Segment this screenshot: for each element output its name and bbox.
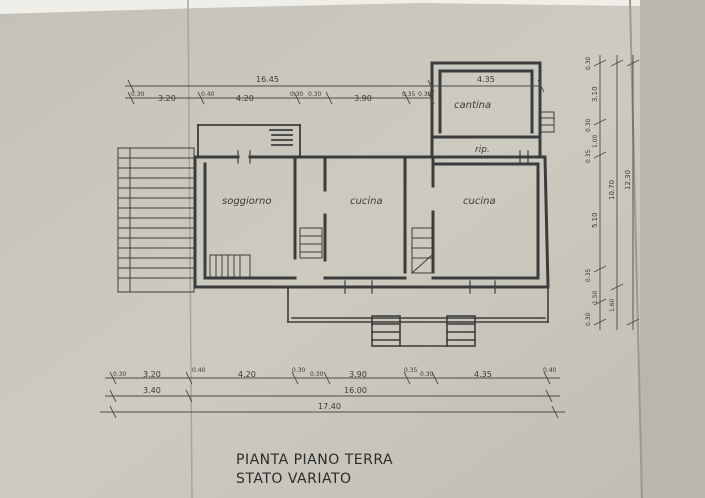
drawing-subtitle: STATO VARIATO <box>236 471 352 487</box>
dim-right-3: 1.00 <box>592 134 599 148</box>
dim-right-total-1: 10.70 <box>608 180 616 200</box>
walls <box>193 61 550 289</box>
dim-bottom-row1-10: 0.40 <box>543 367 557 374</box>
dim-top-seg-4: 0.30 <box>290 91 304 98</box>
dim-right-0: 0.30 <box>585 56 592 70</box>
dim-bottom-row2-0: 3.40 <box>143 386 161 395</box>
dim-lines-bottom <box>100 371 565 419</box>
internal-stairs <box>209 227 433 278</box>
dim-bottom-overall: 17.40 <box>318 402 341 411</box>
dim-right-9: 1.60 <box>609 298 616 312</box>
dim-bottom-row1-8: 0.30 <box>420 371 434 378</box>
dim-right-1: 3.10 <box>591 86 599 102</box>
dim-bottom-row1-9: 4.35 <box>474 370 492 379</box>
room-label-rip: rip. <box>475 145 490 155</box>
dim-bottom-row1-1: 3.20 <box>143 370 161 379</box>
dim-top-seg-5: 0.30 <box>308 91 322 98</box>
dim-right-7: 1.50 <box>592 290 599 304</box>
fold-line-right <box>629 0 643 498</box>
front-terrace <box>287 286 549 347</box>
side-steps <box>539 111 555 133</box>
dim-bottom-row1-6: 3.90 <box>349 370 367 379</box>
dim-right-8: 0.30 <box>585 312 592 326</box>
openings <box>237 150 529 294</box>
paper-right-strip <box>640 0 705 498</box>
dim-top-seg-0: 0.30 <box>131 91 145 98</box>
dim-top-seg-6: 3.90 <box>354 94 372 103</box>
porch-upper <box>197 124 301 158</box>
fold-line-left <box>187 0 193 498</box>
dim-lines-top <box>125 79 545 105</box>
dim-top-cantina: 4.35 <box>477 75 495 84</box>
room-label-soggiorno: soggiorno <box>222 196 272 207</box>
dim-right-total-2: 12.30 <box>624 170 632 190</box>
dim-bottom-row1-7: 0.35 <box>404 367 418 374</box>
dim-right-4: 0.35 <box>585 149 592 163</box>
dim-top-seg-1: 3.20 <box>158 94 176 103</box>
dim-right-2: 0.30 <box>585 118 592 132</box>
dim-top-seg-2: 0.40 <box>201 91 215 98</box>
dim-top-seg-3: 4.20 <box>236 94 254 103</box>
dim-bottom-row1-5: 0.30 <box>310 371 324 378</box>
paper-top-edge <box>0 0 705 14</box>
room-label-cantina: cantina <box>454 100 491 111</box>
drawing-title: PIANTA PIANO TERRA <box>236 452 394 468</box>
dim-bottom-row1-2: 0.40 <box>192 367 206 374</box>
room-label-cucina-1: cucina <box>350 196 383 207</box>
dim-right-6: 0.35 <box>585 268 592 282</box>
dim-bottom-row1-4: 0.30 <box>292 367 306 374</box>
dim-bottom-row2-1: 16.00 <box>344 386 367 395</box>
dim-top-seg-8: 0.30 <box>418 91 432 98</box>
dim-lines-right <box>593 55 640 330</box>
dim-bottom-row1-0: 0.30 <box>113 371 127 378</box>
external-staircase <box>117 147 195 293</box>
room-label-cucina-2: cucina <box>463 196 496 207</box>
dim-top-overall: 16.45 <box>256 75 279 84</box>
dim-bottom-row1-3: 4.20 <box>238 370 256 379</box>
dim-top-seg-7: 0.35 <box>402 91 416 98</box>
dim-right-5: 5.10 <box>591 212 599 228</box>
